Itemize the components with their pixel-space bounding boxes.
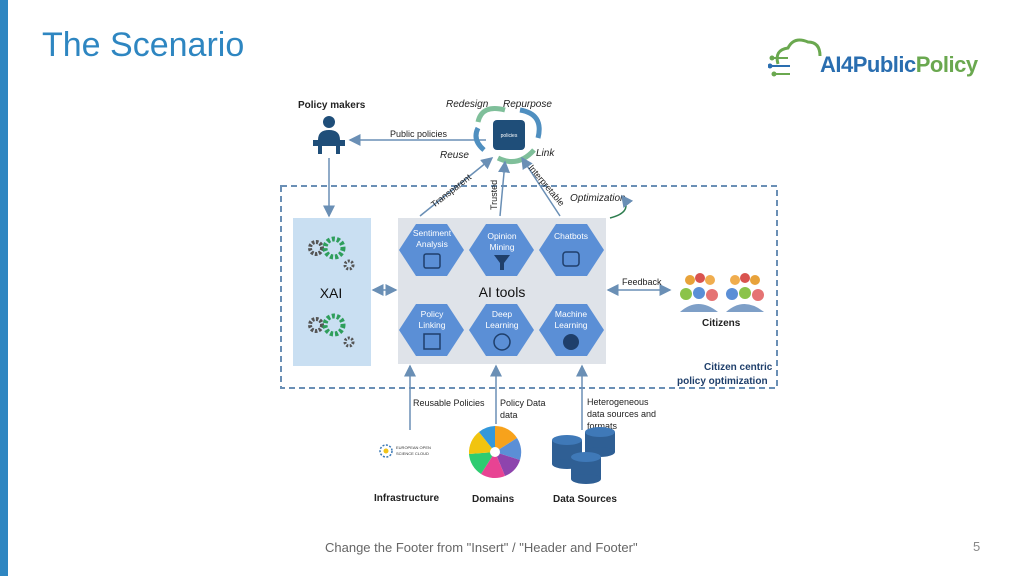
network-icon xyxy=(493,333,511,351)
tool-chatbots: Chatbots xyxy=(539,224,604,276)
tool-sentiment-analysis: Sentiment Analysis xyxy=(399,224,464,276)
tool-label-line2: Learning xyxy=(554,320,587,330)
page-number: 5 xyxy=(973,539,981,554)
tool-label-line1: Sentiment xyxy=(413,228,452,238)
transparent-label: Transparent xyxy=(429,172,474,210)
tool-label-line1: Policy xyxy=(421,309,444,319)
footer-text: Change the Footer from "Insert" / "Heade… xyxy=(325,540,638,555)
optimization-label: Optimization xyxy=(570,193,626,204)
tool-policy-linking: Policy Linking xyxy=(399,304,464,356)
gears-icon xyxy=(308,236,355,271)
eosc-logo-icon xyxy=(379,444,393,458)
domains-label: Domains xyxy=(472,494,515,505)
ai4publicpolicy-logo: AI4PublicPolicy xyxy=(767,30,998,90)
redesign-label: Redesign xyxy=(446,99,489,110)
policies-badge-text: policies xyxy=(501,133,518,139)
xai-label: XAI xyxy=(320,285,343,301)
brain-icon xyxy=(563,334,579,350)
citizens-label: Citizens xyxy=(702,318,741,329)
sentiment-icon xyxy=(423,253,441,269)
eosc-text-2: SCIENCE CLOUD xyxy=(396,451,429,456)
heterogeneous-label-2: data sources and xyxy=(587,409,656,419)
public-policies-label: Public policies xyxy=(390,129,448,139)
citizen-centric-label-1: Citizen centric xyxy=(704,362,773,373)
document-icon xyxy=(423,333,441,350)
eosc-text-1: EUROPEAN OPEN xyxy=(396,445,431,450)
robot-icon xyxy=(562,251,580,267)
tool-label-line1: Opinion xyxy=(487,231,517,241)
link-label: Link xyxy=(536,148,555,159)
tool-label-line1: Deep xyxy=(492,309,513,319)
xai-panel xyxy=(293,218,371,366)
left-accent-bar xyxy=(0,0,8,576)
gears-icon xyxy=(308,313,355,348)
logo-text-policy: Policy xyxy=(915,52,978,77)
infrastructure-label: Infrastructure xyxy=(374,493,439,504)
optimization-arrow xyxy=(609,194,634,219)
logo-text: AI4PublicPolicy xyxy=(820,52,978,78)
tool-label-line2: Linking xyxy=(419,320,446,330)
citizen-centric-label-2: policy optimization xyxy=(677,376,768,387)
slide-title: The Scenario xyxy=(42,26,245,64)
heterogeneous-label-1: Heterogeneous xyxy=(587,397,649,407)
policy-cycle-icon xyxy=(473,106,542,165)
feedback-label: Feedback xyxy=(622,277,662,287)
domains-wheel-icon xyxy=(468,425,522,479)
citizen-centric-region xyxy=(280,185,778,389)
trusted-label: Trusted xyxy=(489,180,499,210)
tool-label-line2: Analysis xyxy=(416,239,448,249)
tool-label-line2: Mining xyxy=(489,242,514,252)
tool-machine-learning: Machine Learning xyxy=(539,304,604,356)
policy-maker-icon xyxy=(313,116,345,154)
tool-label-line1: Machine xyxy=(555,309,587,319)
logo-text-ai4public: AI4Public xyxy=(820,52,916,77)
ai-tools-label: AI tools xyxy=(479,284,526,300)
tool-label-line2: Learning xyxy=(485,320,518,330)
tool-label-line1: Chatbots xyxy=(554,231,588,241)
database-icon xyxy=(552,427,615,484)
logo-cloud-icon xyxy=(767,38,822,77)
reuse-label: Reuse xyxy=(440,150,469,161)
reusable-policies-label: Reusable Policies xyxy=(413,398,485,408)
repurpose-label: Repurpose xyxy=(503,99,552,110)
funnel-icon xyxy=(494,255,510,270)
heterogeneous-label-3: formats xyxy=(587,421,618,431)
policy-makers-label: Policy makers xyxy=(298,100,366,111)
policy-data-label-1: Policy Data xyxy=(500,398,546,408)
citizens-icon xyxy=(680,273,764,312)
tool-opinion-mining: Opinion Mining xyxy=(469,224,534,276)
policy-data-label-2: data xyxy=(500,410,518,420)
data-sources-label: Data Sources xyxy=(553,494,617,505)
tool-deep-learning: Deep Learning xyxy=(469,304,534,356)
